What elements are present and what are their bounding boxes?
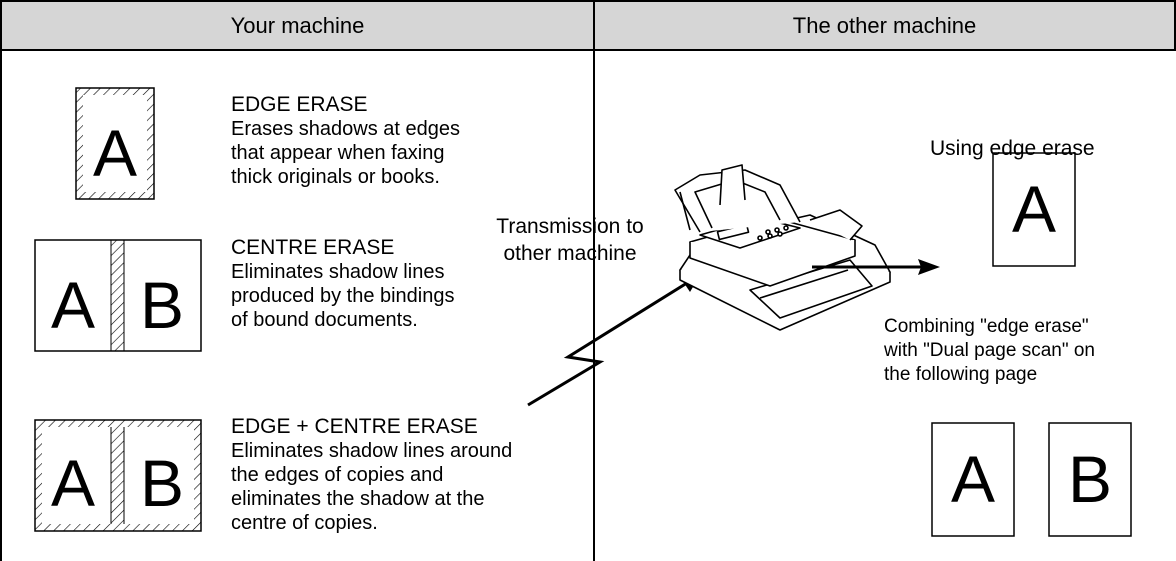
- edge-erase-desc-3: thick originals or books.: [231, 166, 440, 188]
- letter-a: A: [951, 442, 995, 516]
- lightning-signal-icon: [527, 275, 700, 407]
- centre-erase-desc-1: Eliminates shadow lines: [231, 261, 445, 283]
- edge-centre-erase-pages-icon: A B: [34, 419, 202, 532]
- edge-erase-text: EDGE ERASE Erases shadows at edges that …: [231, 92, 460, 189]
- letter-a: A: [1012, 172, 1056, 246]
- centre-erase-title: CENTRE ERASE: [231, 236, 395, 259]
- edge-centre-erase-desc-1: Eliminates shadow lines around: [231, 440, 513, 462]
- edge-centre-erase-desc-3: eliminates the shadow at the: [231, 488, 485, 510]
- centre-erase-desc-2: produced by the bindings: [231, 285, 455, 307]
- edge-centre-erase-desc-2: the edges of copies and: [231, 464, 444, 486]
- center-divider: [593, 51, 595, 561]
- transmission-line-1: Transmission to: [496, 215, 644, 238]
- edge-centre-erase-title: EDGE + CENTRE ERASE: [231, 415, 478, 438]
- result-page-b-dual: B: [1048, 422, 1132, 537]
- arrow-right-icon: [812, 259, 940, 275]
- letter-a: A: [51, 268, 95, 342]
- edge-centre-erase-desc-4: centre of copies.: [231, 512, 378, 534]
- edge-centre-erase-text: EDGE + CENTRE ERASE Eliminates shadow li…: [231, 414, 512, 535]
- transmission-line-2: other machine: [503, 242, 637, 265]
- letter-b: B: [140, 446, 184, 520]
- fax-machine-icon: [674, 164, 891, 331]
- header-other-machine-label: The other machine: [792, 12, 977, 38]
- header-other-machine: The other machine: [594, 0, 1176, 51]
- result-page-a-dual: A: [931, 422, 1015, 537]
- combining-line-1: Combining "edge erase": [884, 316, 1089, 337]
- edge-erase-title: EDGE ERASE: [231, 93, 368, 116]
- combining-label: Combining "edge erase" with "Dual page s…: [884, 315, 1095, 387]
- transmission-label: Transmission to other machine: [470, 213, 670, 267]
- letter-b: B: [140, 268, 184, 342]
- centre-erase-text: CENTRE ERASE Eliminates shadow lines pro…: [231, 235, 455, 332]
- combining-line-2: with "Dual page scan" on: [884, 340, 1096, 361]
- letter-a: A: [51, 446, 95, 520]
- letter-a: A: [93, 116, 137, 190]
- left-border: [0, 51, 2, 561]
- using-edge-erase-label: Using edge erase: [930, 137, 1095, 160]
- result-page-a: A: [992, 152, 1076, 267]
- centre-erase-desc-3: of bound documents.: [231, 309, 418, 331]
- combining-line-3: the following page: [884, 364, 1038, 385]
- centre-erase-pages-icon: A B: [34, 239, 202, 352]
- header-your-machine-label: Your machine: [230, 12, 365, 38]
- edge-erase-page-icon: A: [75, 87, 155, 200]
- edge-erase-desc-2: that appear when faxing: [231, 142, 445, 164]
- header-your-machine: Your machine: [0, 0, 594, 51]
- letter-b: B: [1068, 442, 1112, 516]
- edge-erase-desc-1: Erases shadows at edges: [231, 118, 461, 140]
